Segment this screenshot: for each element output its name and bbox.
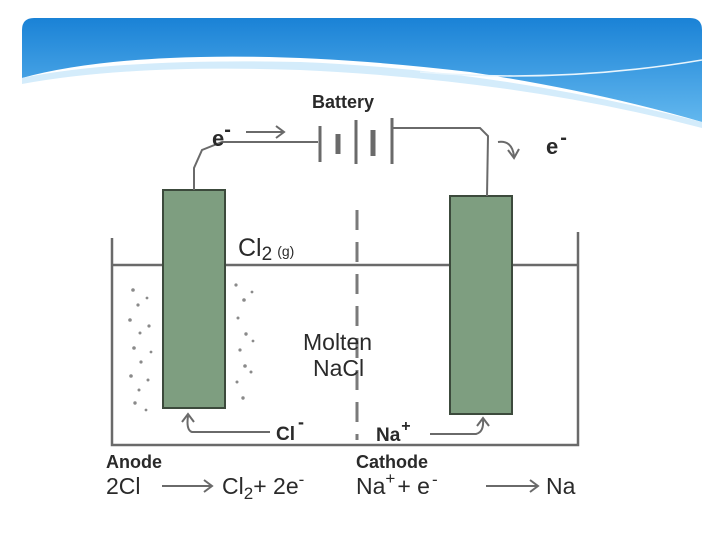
banner-shape bbox=[22, 18, 702, 122]
banner-streak bbox=[419, 59, 703, 77]
sodium-arrow bbox=[430, 416, 490, 435]
battery-label: Battery bbox=[312, 92, 374, 112]
cathode-electrode bbox=[449, 195, 513, 415]
sodium-ion-label: Na+ bbox=[376, 418, 411, 446]
electrolyte-label-1: Molten bbox=[303, 329, 372, 355]
anode-electrode bbox=[162, 189, 226, 409]
anode-wire bbox=[193, 141, 300, 190]
cell-container bbox=[110, 232, 580, 447]
electrolyte-label-2: NaCl bbox=[313, 355, 364, 381]
electron-label-left: e- bbox=[212, 119, 231, 151]
anode-reaction-arrow bbox=[162, 479, 214, 493]
electron-arrow-left bbox=[246, 125, 286, 139]
battery-symbol bbox=[300, 118, 394, 164]
chloride-arrow bbox=[181, 412, 270, 433]
banner-swoosh bbox=[22, 61, 702, 128]
anode-label: Anode bbox=[106, 452, 162, 472]
cathode-reaction-arrow bbox=[486, 479, 540, 493]
cathode-wire bbox=[392, 127, 490, 197]
electron-arrow-right bbox=[497, 140, 520, 160]
chlorine-bubbles bbox=[128, 283, 255, 412]
chlorine-gas-label: Cl2(g) bbox=[238, 234, 294, 265]
anode-reaction-products: Cl2+ 2e- bbox=[222, 470, 304, 503]
cathode-label: Cathode bbox=[356, 452, 428, 472]
chloride-ion-label: Cl- bbox=[276, 412, 304, 445]
cathode-reaction-reactants: Na++ e- bbox=[356, 469, 438, 499]
electron-label-right: e- bbox=[546, 127, 567, 159]
anode-reaction-reactant: 2Cl bbox=[106, 473, 141, 499]
cathode-reaction-product: Na bbox=[546, 473, 576, 499]
header-banner bbox=[22, 18, 703, 128]
